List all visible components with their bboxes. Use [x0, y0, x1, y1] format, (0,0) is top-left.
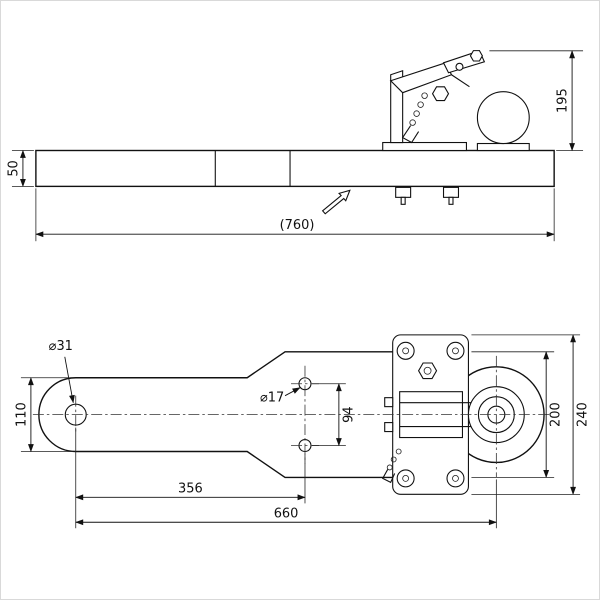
chain-link	[390, 456, 397, 463]
dim-label-overall-length: (760)	[280, 218, 315, 233]
clevis-pin-hex	[469, 50, 484, 62]
chain-link	[409, 119, 416, 126]
corner-bolt	[396, 469, 415, 488]
dim-mid-hole-dia: ⌀17	[260, 387, 301, 406]
dim-label-hole-distance: 356	[178, 481, 203, 496]
dim-bar-width: 110	[14, 377, 73, 453]
corner-bolt-center	[452, 347, 459, 355]
coupler-lever	[451, 74, 470, 88]
leader-line	[284, 387, 301, 397]
bolt-nut-right	[442, 186, 460, 198]
chain-link	[413, 110, 420, 117]
dim-label-bar-width: 110	[14, 402, 29, 427]
leader-line	[64, 356, 75, 404]
dim-label-mid-hole: ⌀17	[260, 391, 284, 406]
plan-view: ⌀31 110 ⌀17 94 200	[14, 334, 591, 529]
bolt-nut-left	[395, 186, 412, 198]
coupler-base-plate	[382, 141, 467, 152]
chain-link	[386, 464, 393, 471]
pivot-pin	[455, 62, 464, 71]
dim-label-left-hole: ⌀31	[49, 339, 73, 354]
ball-base-plate	[476, 142, 530, 152]
drawbar-side	[35, 149, 555, 188]
dim-label-bar-height: 50	[6, 160, 21, 176]
chain-link	[395, 448, 402, 455]
corner-bolt-center	[452, 475, 459, 482]
dim-label-plate-width: 200	[549, 402, 564, 427]
side-bolt-lower	[384, 422, 394, 433]
dim-bar-height: 50	[6, 149, 34, 188]
dim-plate-width: 200	[471, 351, 564, 479]
dim-coupling-height: 195	[489, 50, 584, 152]
dim-overall-length: (760)	[35, 188, 555, 242]
hex-nut	[431, 86, 450, 102]
dim-label-coupling-height: 195	[556, 88, 571, 113]
dim-mid-hole-spacing: 94	[311, 383, 356, 447]
chain-clip	[401, 125, 420, 144]
corner-bolt-center	[402, 347, 410, 355]
dim-left-hole-dia: ⌀31	[49, 339, 75, 404]
dim-assembly-width: 240	[471, 334, 591, 495]
side-bolt-upper	[384, 397, 394, 408]
dim-hole-distance: 356	[75, 427, 306, 529]
side-view: 50 (760) 195	[6, 50, 584, 242]
corner-bolt	[446, 469, 465, 488]
dim-label-overall-distance: 660	[274, 506, 299, 521]
corner-bolt-center	[402, 475, 410, 482]
dim-overall-distance: 660	[75, 479, 497, 529]
direction-arrow-icon	[321, 189, 351, 215]
chain-link	[421, 92, 428, 99]
dim-label-mid-spacing: 94	[341, 406, 356, 422]
corner-bolt	[446, 341, 465, 360]
chain-clip-plan	[381, 469, 396, 484]
hex-nut-center	[423, 366, 432, 375]
corner-bolt	[396, 341, 415, 360]
chain-link	[417, 101, 424, 108]
bolt-thread-right	[448, 196, 454, 205]
hitch-ball	[476, 91, 530, 145]
hex-nut-plan	[417, 362, 438, 380]
dim-label-assembly-width: 240	[576, 402, 591, 427]
bolt-thread-left	[400, 196, 406, 205]
